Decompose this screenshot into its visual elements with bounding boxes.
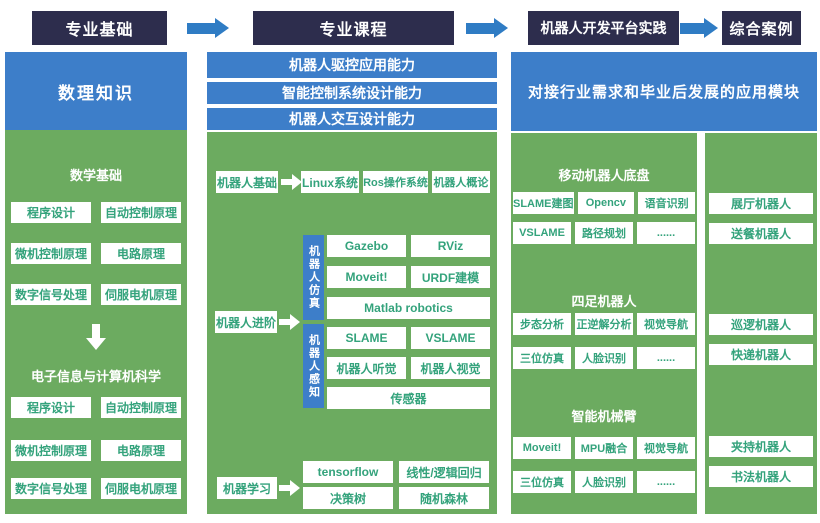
- subgroup-label-robot-perception: 机器人感知: [303, 324, 324, 408]
- panel-application-modules: 移动机器人底盘 SLAME建图 Opencv 语音识别 VSLAME 路径规划 …: [511, 133, 697, 514]
- course-box: URDF建模: [411, 266, 490, 288]
- course-box: 正逆解分析: [575, 313, 633, 335]
- course-box: 数字信号处理: [11, 284, 91, 305]
- course-box: 电路原理: [101, 440, 181, 461]
- section-title-mobile-robot-chassis: 移动机器人底盘: [558, 168, 650, 183]
- course-box: Gazebo: [327, 235, 406, 257]
- group-label-robot-basics: 机器人基础: [216, 171, 278, 193]
- course-box: 语音识别: [638, 192, 695, 214]
- course-box: 线性/逻辑回归: [399, 461, 489, 483]
- arrow-shaft: [680, 22, 704, 34]
- flow-step-platform-practice: 机器人开发平台实践: [528, 11, 679, 45]
- white-arrow-icon: [279, 314, 300, 330]
- arrow-head: [290, 314, 300, 330]
- course-box: 人脸识别: [575, 471, 633, 493]
- course-box: 机器人概论: [431, 171, 490, 193]
- course-box: 视觉导航: [637, 313, 695, 335]
- panel-case-robots: 展厅机器人 送餐机器人 巡逻机器人 快递机器人 夹持机器人 书法机器人: [705, 133, 817, 514]
- arrow-head: [494, 18, 508, 38]
- course-box: 自动控制原理: [101, 202, 181, 223]
- arrow-head: [86, 338, 106, 350]
- course-box: 数字信号处理: [11, 478, 91, 499]
- course-box: 视觉导航: [637, 437, 695, 459]
- course-box: 路径规划: [575, 222, 633, 244]
- course-box: Ros操作系统: [363, 171, 428, 193]
- white-arrow-icon: [279, 480, 300, 496]
- arrow-head: [704, 18, 718, 38]
- course-box: 微机控制原理: [11, 243, 91, 264]
- down-arrow-icon: [86, 324, 106, 350]
- subgroup-label-robot-simulation: 机器人仿真: [303, 235, 324, 320]
- panel-header-industry-application: 对接行业需求和毕业后发展的应用模块: [511, 52, 817, 131]
- course-box: 三位仿真: [513, 347, 571, 369]
- course-box: 机器人听觉: [327, 357, 406, 379]
- flow-arrow-icon: [680, 18, 718, 38]
- course-box: VSLAME: [411, 327, 490, 349]
- course-box: SLAME建图: [513, 192, 574, 214]
- course-box: 机器人视觉: [411, 357, 490, 379]
- flow-arrow-icon: [187, 18, 229, 38]
- case-robot-box: 快递机器人: [709, 344, 813, 365]
- course-box: 自动控制原理: [101, 397, 181, 418]
- course-box: 程序设计: [11, 397, 91, 418]
- section-title-ecs: 电子信息与计算机科学: [30, 369, 161, 384]
- course-box: Moveit!: [327, 266, 406, 288]
- section-title-intelligent-arm: 智能机械臂: [571, 409, 637, 424]
- case-robot-box: 展厅机器人: [709, 193, 813, 214]
- arrow-head: [290, 480, 300, 496]
- course-box: 程序设计: [11, 202, 91, 223]
- panel-professional-courses: 机器人驱控应用能力 智能控制系统设计能力 机器人交互设计能力 机器人基础 Lin…: [207, 52, 497, 514]
- panel-math-knowledge: 数理知识 数学基础 程序设计 自动控制原理 微机控制原理 电路原理 数字信号处理…: [5, 52, 187, 514]
- arrow-head: [292, 174, 302, 190]
- course-box: 决策树: [303, 487, 393, 509]
- course-box: 三位仿真: [513, 471, 571, 493]
- course-box: Moveit!: [513, 437, 571, 459]
- course-box: ......: [637, 222, 695, 244]
- course-box: Linux系统: [301, 171, 360, 193]
- capability-bar-intelligent-control: 智能控制系统设计能力: [207, 82, 497, 104]
- course-box: MPU融合: [575, 437, 633, 459]
- arrow-shaft: [466, 22, 494, 34]
- group-label-machine-learning: 机器学习: [217, 477, 277, 499]
- section-title-quadruped-robot: 四足机器人: [571, 294, 637, 309]
- course-box: 步态分析: [513, 313, 571, 335]
- group-label-robot-advanced: 机器人进阶: [215, 311, 277, 333]
- course-box: tensorflow: [303, 461, 393, 483]
- course-box: 伺服电机原理: [101, 478, 181, 499]
- capability-bar-interaction-design: 机器人交互设计能力: [207, 108, 497, 130]
- capability-bar-drive-control: 机器人驱控应用能力: [207, 52, 497, 78]
- arrow-shaft: [92, 324, 100, 338]
- flow-step-comprehensive-case: 综合案例: [722, 11, 801, 45]
- course-box: 传感器: [327, 387, 490, 409]
- course-box: RViz: [411, 235, 490, 257]
- course-box: ......: [637, 471, 695, 493]
- white-arrow-icon: [281, 174, 302, 190]
- panel-header-math-knowledge: 数理知识: [5, 52, 187, 130]
- case-robot-box: 送餐机器人: [709, 223, 813, 244]
- arrow-shaft: [281, 179, 292, 185]
- case-robot-box: 夹持机器人: [709, 436, 813, 457]
- flow-step-courses: 专业课程: [253, 11, 454, 45]
- course-box: 伺服电机原理: [101, 284, 181, 305]
- course-box: 随机森林: [399, 487, 489, 509]
- course-box: ......: [637, 347, 695, 369]
- arrow-shaft: [279, 319, 290, 325]
- course-box: 电路原理: [101, 243, 181, 264]
- arrow-shaft: [187, 22, 215, 34]
- section-title-math-basics: 数学基础: [69, 168, 122, 183]
- arrow-head: [215, 18, 229, 38]
- course-box: 人脸识别: [575, 347, 633, 369]
- flow-step-basics: 专业基础: [32, 11, 167, 45]
- flow-arrow-icon: [466, 18, 508, 38]
- case-robot-box: 巡逻机器人: [709, 314, 813, 335]
- course-box: Matlab robotics: [327, 297, 490, 319]
- course-box: VSLAME: [513, 222, 571, 244]
- arrow-shaft: [279, 485, 290, 491]
- course-box: Opencv: [577, 192, 635, 214]
- course-box: SLAME: [327, 327, 406, 349]
- case-robot-box: 书法机器人: [709, 466, 813, 487]
- course-box: 微机控制原理: [11, 440, 91, 461]
